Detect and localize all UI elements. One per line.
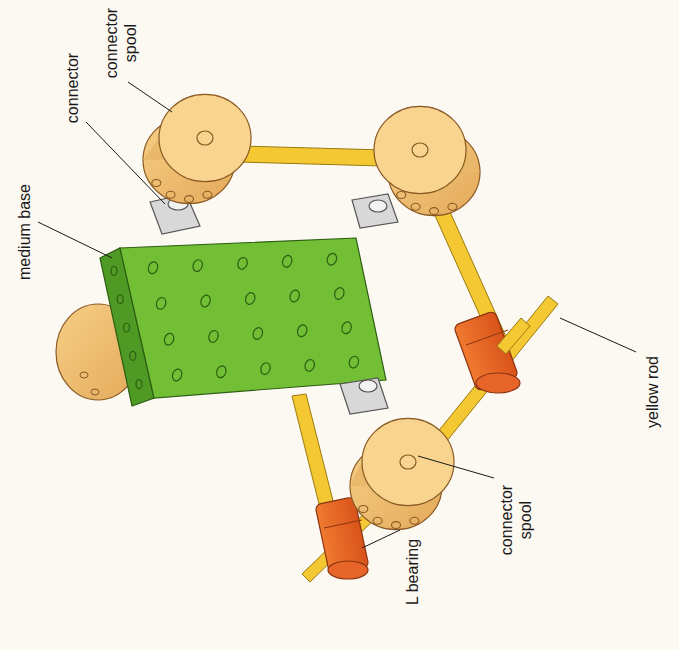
yellow-rod — [436, 296, 558, 442]
yellow-rod — [497, 318, 530, 354]
part-label: medium base — [15, 172, 34, 292]
l-bearing — [453, 311, 520, 393]
connector-plate — [150, 194, 398, 414]
part-label: connector — [63, 38, 82, 138]
connector-spool — [143, 94, 480, 529]
part-label: yellow rod — [643, 342, 662, 442]
leader-lines — [38, 82, 636, 548]
medium-base — [100, 238, 386, 406]
part-label: connector spool — [497, 480, 535, 560]
part-label: L bearing — [403, 522, 422, 622]
yellow-rod — [238, 146, 385, 166]
part-label: connector spool — [102, 3, 140, 83]
